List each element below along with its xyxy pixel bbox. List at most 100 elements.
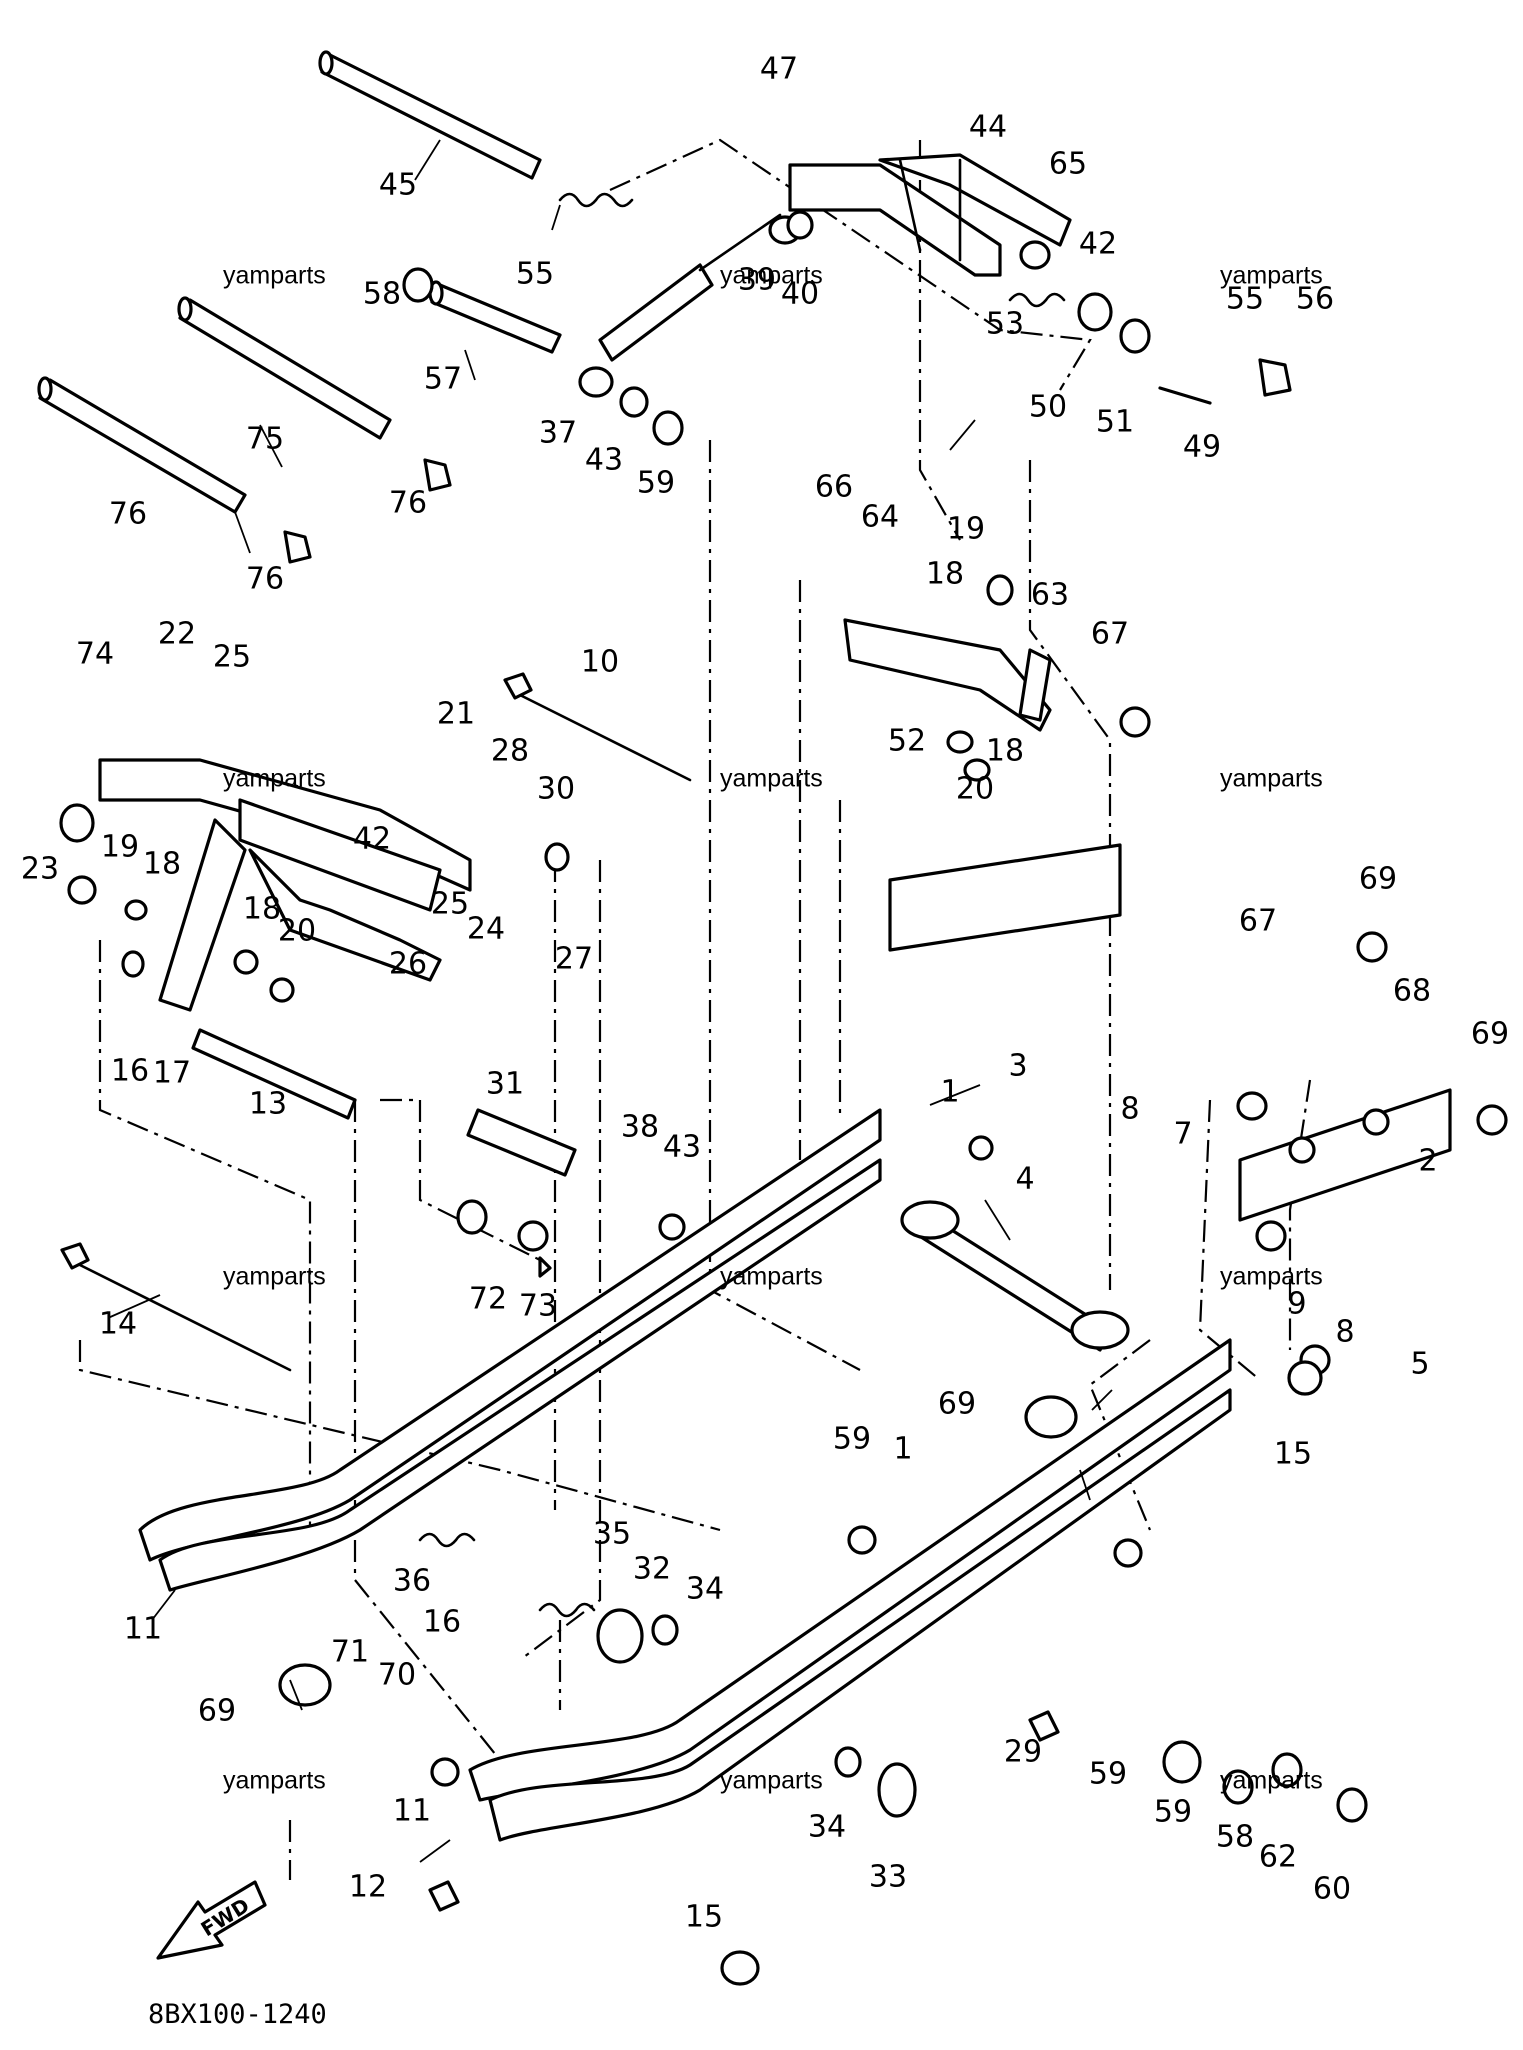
shaft-75-lower [37,376,247,514]
label-13: 13 [249,1087,287,1122]
label-43b: 43 [663,1130,701,1165]
label-72: 72 [469,1282,507,1317]
shock-absorber-37 [578,213,802,398]
label-18b: 18 [986,734,1024,769]
label-10: 10 [581,645,619,680]
label-39: 39 [738,263,776,298]
rail-lower-11 [468,1338,1232,1842]
watermark-text: yamparts [1220,765,1323,793]
label-18a: 18 [926,557,964,592]
watermark-text: yamparts [223,765,326,793]
label-46: 49 [1183,430,1221,465]
label-52: 55 [1226,282,1264,317]
cross-shaft-4 [900,1200,1130,1352]
label-61: 63 [1031,578,1069,613]
label-30: 30 [537,772,575,807]
label-27: 27 [555,942,593,977]
callout-labels: 47 44 65 45 42 55 39 40 55 56 58 53 57 5… [21,52,1509,1935]
label-24: 24 [467,912,505,947]
watermarks: yamparts yamparts yamparts yamparts yamp… [223,262,1323,1795]
label-35: 35 [593,1517,631,1552]
label-3: 3 [1008,1049,1027,1084]
label-14: 14 [99,1307,137,1342]
label-63: 65 [1049,147,1087,182]
label-76a: 76 [389,486,427,521]
label-19b: 19 [101,830,139,865]
label-33: 33 [869,1860,907,1895]
springs [418,192,1066,1618]
label-57: 60 [1313,1872,1351,1907]
label-19a: 19 [947,512,985,547]
label-4: 4 [1015,1162,1034,1197]
label-20a: 20 [956,772,994,807]
label-70: 70 [378,1658,416,1693]
label-50: 53 [986,307,1024,342]
label-40: 40 [781,277,819,312]
label-31: 31 [486,1067,524,1102]
label-1b: 1 [893,1432,912,1467]
label-62: 64 [861,500,899,535]
label-21: 21 [437,697,475,732]
shaft-54 [428,280,562,354]
guide-lines [78,138,1312,1880]
label-59b: 59 [1089,1757,1127,1792]
watermark-text: yamparts [1220,1767,1323,1795]
label-29: 29 [1004,1735,1042,1770]
leader-lines [107,139,1113,1863]
label-75b: 76 [109,497,147,532]
label-69b: 69 [198,1694,236,1729]
watermark-text: yamparts [223,1263,326,1291]
bolt-10 [503,672,692,782]
label-8: 8 [1335,1315,1354,1350]
label-43a: 43 [585,443,623,478]
label-55b: 59 [637,466,675,501]
label-1a: 1 [940,1075,959,1110]
label-67a: 68 [1393,974,1431,1009]
label-25b: 25 [431,887,469,922]
label-18c: 18 [143,847,181,882]
label-20b: 20 [278,914,316,949]
label-49: 52 [888,724,926,759]
label-15b: 15 [685,1900,723,1935]
bolt-14 [60,1242,292,1372]
label-18d: 18 [243,892,281,927]
label-60: 62 [1259,1840,1297,1875]
label-15a: 15 [1274,1437,1312,1472]
label-11b: 11 [393,1794,431,1829]
watermark-text: yamparts [720,1263,823,1291]
label-66: 67 [1239,904,1277,939]
label-51: 55 [516,257,554,292]
label-69a: 69 [938,1387,976,1422]
label-74: 74 [76,637,114,672]
label-22: 22 [158,617,196,652]
label-44: 44 [969,110,1007,145]
label-68: 69 [1359,862,1397,897]
watermark-text: yamparts [720,765,823,793]
arm-assembly-44 [788,153,1072,277]
plate-3 [888,843,1122,952]
label-38: 38 [621,1110,659,1145]
label-5: 5 [1410,1347,1429,1382]
diagram-code: 8BX100-1240 [148,1999,327,2030]
label-45: 45 [379,168,417,203]
rail-upper-11 [138,1108,882,1592]
rear-arm-49 [843,618,1052,732]
label-11a: 11 [124,1612,162,1647]
watermark-text: yamparts [720,1767,823,1795]
label-42a: 42 [1079,227,1117,262]
watermark-text: yamparts [1220,1263,1323,1291]
shaft-75-upper [177,296,392,440]
label-32: 32 [633,1552,671,1587]
label-53: 56 [1296,282,1334,317]
fwd-arrow-icon: FWD [156,1880,267,1960]
label-17: 17 [153,1056,191,1091]
label-28: 28 [491,734,529,769]
label-7: 8 [1120,1092,1139,1127]
label-65: 67 [1091,617,1129,652]
label-12: 12 [349,1870,387,1905]
label-16b: 16 [423,1605,461,1640]
label-34a: 34 [686,1572,724,1607]
label-54: 57 [424,362,462,397]
label-2: 2 [1418,1144,1437,1179]
